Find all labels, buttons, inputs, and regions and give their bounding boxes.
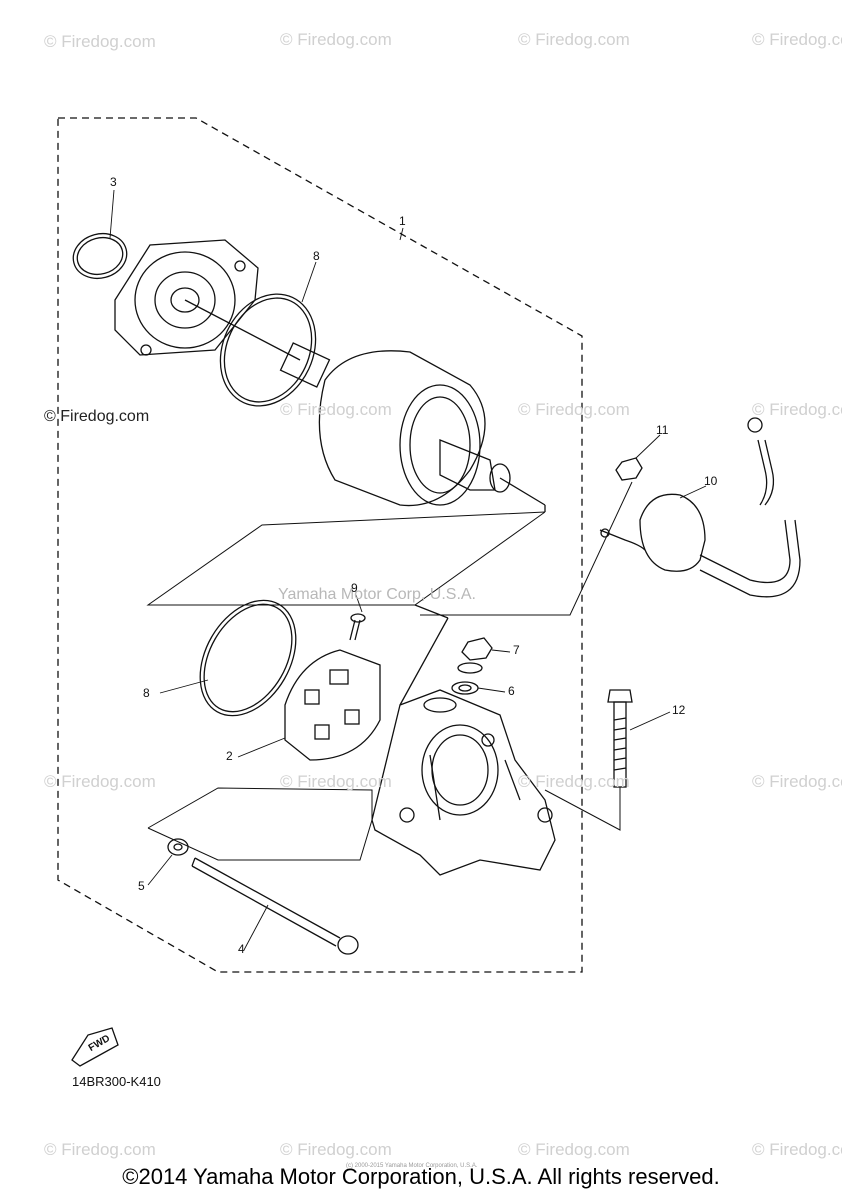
long-bolt-4 xyxy=(191,857,359,955)
watermark: © Firedog.com xyxy=(518,1140,630,1159)
callout-5: 6 xyxy=(508,684,515,698)
callout-1: 1 xyxy=(399,214,406,228)
watermark: © Firedog.com xyxy=(518,30,630,49)
watermark: © Firedog.com xyxy=(752,30,842,49)
watermark: © Firedog.com xyxy=(752,772,842,791)
watermark: © Firedog.com xyxy=(752,1140,842,1159)
watermark: © Firedog.com xyxy=(44,408,150,425)
brush-holder xyxy=(284,613,381,761)
watermark: © Firedog.com xyxy=(280,772,392,791)
callout-10: 10 xyxy=(704,474,718,488)
watermark: © Firedog.com xyxy=(280,400,392,419)
nut-11 xyxy=(615,457,643,481)
callout-11: 11 xyxy=(656,423,669,437)
watermark: © Firedog.com xyxy=(518,772,630,791)
nut-6 xyxy=(461,637,493,661)
fwd-arrow xyxy=(71,1027,119,1067)
front-cover xyxy=(114,239,301,361)
motor-body xyxy=(279,342,546,512)
fine-print: (c) 2000-2015 Yamaha Motor Corporation, … xyxy=(346,1163,478,1169)
callout-12: 12 xyxy=(672,703,686,717)
o-ring-3 xyxy=(72,232,128,280)
o-ring-8-lower xyxy=(199,599,297,717)
watermark: © Firedog.com xyxy=(44,1140,156,1159)
rear-housing xyxy=(371,689,556,876)
watermark: © Firedog.com xyxy=(44,32,156,51)
watermark: © Firedog.com xyxy=(518,400,630,419)
watermark: © Firedog.com xyxy=(44,772,156,791)
washer-upper xyxy=(457,662,483,674)
callout-2: 2 xyxy=(226,749,233,763)
center-watermark: Yamaha Motor Corp, U.S.A. xyxy=(278,586,476,603)
diagram-code: 14BR300-K410 xyxy=(72,1074,161,1089)
callout-8: 8 xyxy=(313,249,320,263)
watermark: © Firedog.com xyxy=(280,30,392,49)
callout-3: 3 xyxy=(110,175,117,189)
assembly-boundary xyxy=(57,117,583,973)
watermark: © Firedog.com xyxy=(280,1140,392,1159)
washer-7 xyxy=(167,838,189,856)
callout-7: 5 xyxy=(138,879,145,893)
washer-5 xyxy=(451,681,479,695)
callout-8: 8 xyxy=(143,686,150,700)
copyright-notice: ©2014 Yamaha Motor Corporation, U.S.A. A… xyxy=(122,1164,720,1189)
o-ring-8-upper xyxy=(219,293,317,407)
watermark: © Firedog.com xyxy=(752,400,842,419)
lead-wire-10 xyxy=(599,417,801,598)
callout-6: 7 xyxy=(513,643,520,657)
callout-9: 9 xyxy=(351,581,358,595)
callout-4: 4 xyxy=(238,942,245,956)
